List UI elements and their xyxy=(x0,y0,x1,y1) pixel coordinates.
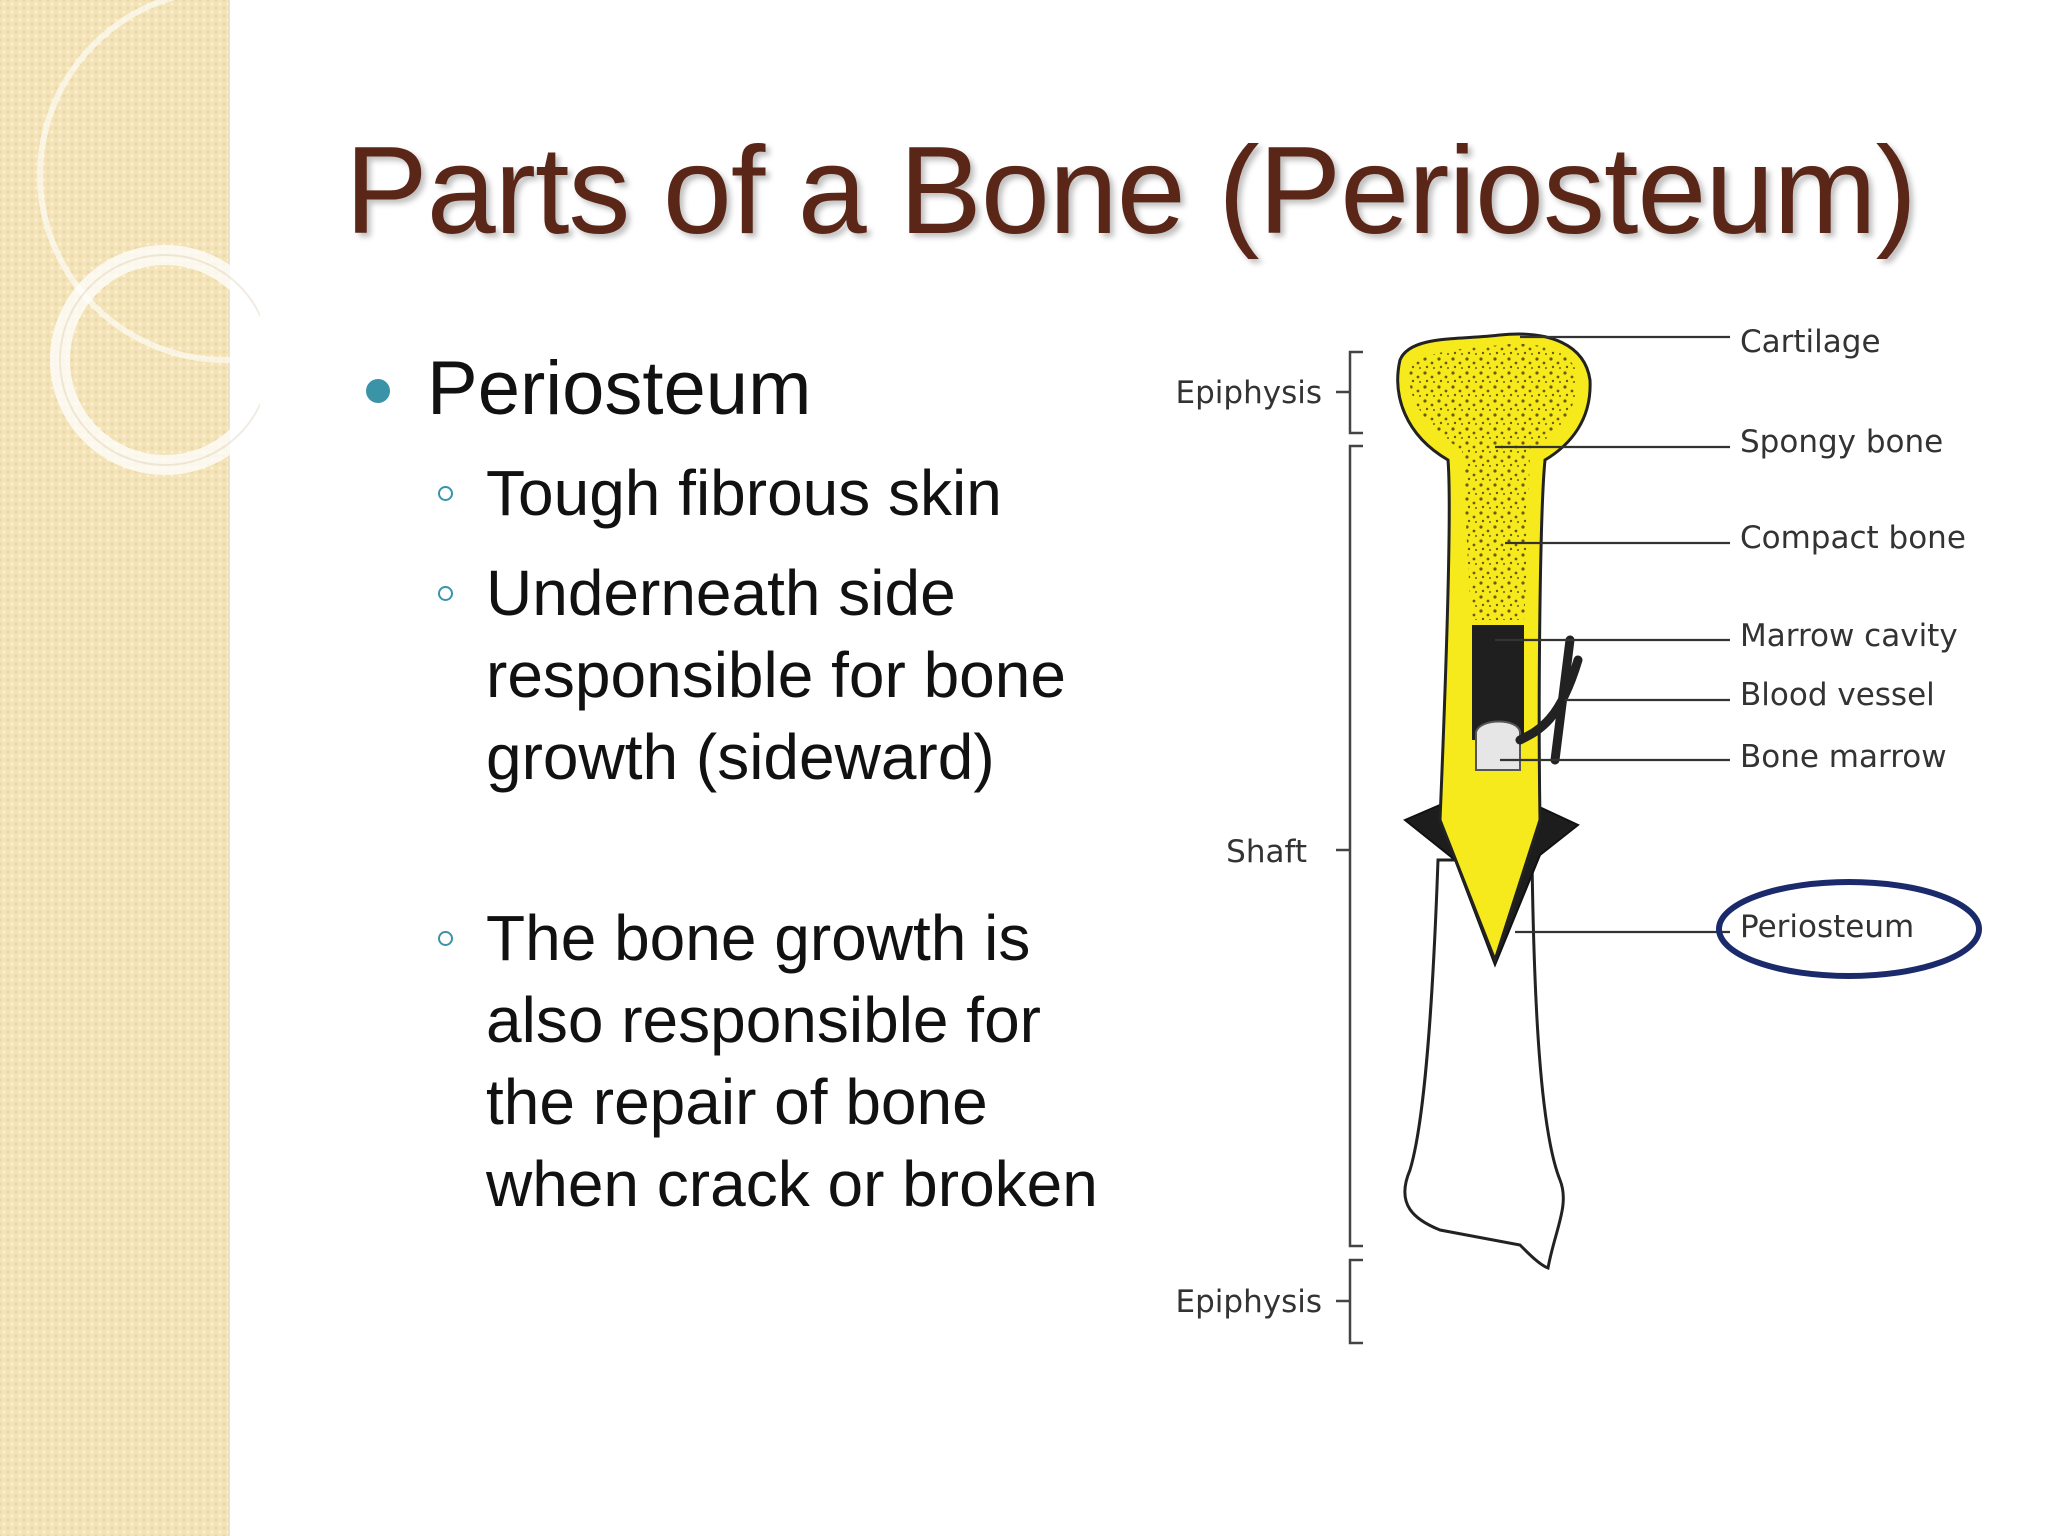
periosteum-highlight-ellipse xyxy=(1716,879,1982,979)
sub-bullet-text: The bone growth is also responsible for … xyxy=(486,902,1098,1220)
bracket-lines xyxy=(1336,350,1363,1345)
label-compact-bone: Compact bone xyxy=(1740,520,1966,556)
bone-lower-shaft xyxy=(1403,858,1565,1271)
marrow-cavity xyxy=(1472,625,1524,740)
label-bone-marrow: Bone marrow xyxy=(1740,739,1947,775)
decorative-circles xyxy=(37,0,260,475)
sub-bullet-ring-icon xyxy=(438,931,453,946)
bone-marrow xyxy=(1475,720,1521,771)
label-marrow-cavity: Marrow cavity xyxy=(1740,618,1958,654)
sub-bullet-2: Underneath side responsible for bone gro… xyxy=(438,552,1106,798)
label-epiphysis-top: Epiphysis xyxy=(1176,375,1322,411)
bullet-dot-icon xyxy=(366,379,390,403)
label-epiphysis-bottom: Epiphysis xyxy=(1176,1284,1322,1320)
sub-bullet-ring-icon xyxy=(438,586,453,601)
sub-bullet-text: Tough fibrous skin xyxy=(486,457,1002,529)
sub-bullet-3: The bone growth is also responsible for … xyxy=(438,897,1106,1225)
label-cartilage: Cartilage xyxy=(1740,324,1881,360)
slide-title: Parts of a Bone (Periosteum) xyxy=(345,122,1917,260)
sub-bullet-text: Underneath side responsible for bone gro… xyxy=(486,557,1066,793)
spongy-bone-texture xyxy=(1409,343,1578,620)
label-spongy-bone: Spongy bone xyxy=(1740,424,1943,460)
sub-bullet-1: Tough fibrous skin xyxy=(438,452,1106,534)
label-blood-vessel: Blood vessel xyxy=(1740,677,1935,713)
bullet-text: Periosteum xyxy=(427,346,812,431)
label-shaft: Shaft xyxy=(1226,834,1307,870)
bone-diagram: Epiphysis Shaft Epiphysis Cartilage Spon… xyxy=(1176,324,1982,1345)
blood-vessel xyxy=(1515,635,1583,765)
sub-bullet-ring-icon xyxy=(438,486,453,501)
leader-lines xyxy=(1495,335,1730,934)
label-periosteum: Periosteum xyxy=(1740,909,1914,945)
